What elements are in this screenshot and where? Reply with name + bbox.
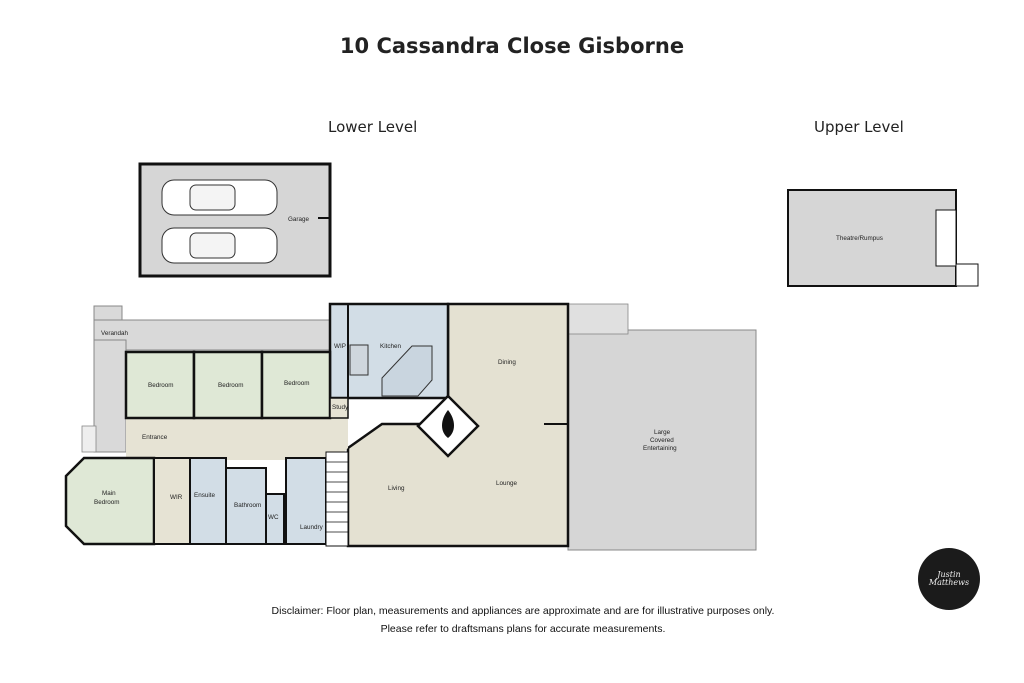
car-icon (161, 179, 278, 216)
room-label-wir: WIR (170, 494, 183, 501)
room-label-main-bedroom-1: Main (102, 490, 116, 497)
lower-level-heading: Lower Level (328, 118, 418, 136)
garage-area (138, 162, 332, 278)
laundry-area (285, 457, 327, 545)
bathroom-area (225, 467, 267, 545)
disclaimer-line-2: Please refer to draftsmans plans for acc… (380, 623, 666, 635)
brand-logo: Justin Matthews (918, 548, 980, 610)
wc-area (265, 493, 285, 545)
upper-level-heading: Upper Level (814, 118, 904, 136)
bedroom-2-area (192, 350, 264, 420)
bedroom-1-area (124, 350, 196, 420)
entertaining-area (567, 329, 757, 551)
room-label-entrance: Entrance (142, 434, 168, 441)
room-label-living: Living (388, 485, 405, 492)
entertaining-step (567, 303, 629, 335)
room-label-lounge: Lounge (496, 480, 518, 487)
room-label-verandah: Verandah (101, 330, 128, 337)
car-icon (161, 227, 278, 264)
verandah-area (81, 305, 333, 453)
plan-title: 10 Cassandra Close Gisborne (339, 34, 685, 58)
stairs-icon (325, 451, 349, 547)
room-label-entertaining-2: Covered (650, 437, 674, 444)
room-label-entertaining-1: Large (654, 429, 671, 436)
fireplace-icon (416, 394, 480, 458)
room-label-kitchen: Kitchen (380, 343, 402, 350)
upper-level-area (787, 189, 979, 287)
room-label-bedroom-2: Bedroom (218, 382, 244, 389)
room-label-main-bedroom-2: Bedroom (94, 499, 120, 506)
room-label-garage: Garage (288, 216, 310, 223)
room-label-wc: WC (268, 514, 279, 521)
room-label-entertaining-3: Entertaining (643, 445, 677, 452)
room-label-bedroom-1: Bedroom (148, 382, 174, 389)
room-label-study: Study (332, 404, 349, 411)
room-label-dining: Dining (498, 359, 516, 366)
room-label-bathroom: Bathroom (234, 502, 262, 509)
room-label-ensuite: Ensuite (194, 492, 216, 499)
study-area (329, 397, 349, 419)
wir-area (153, 457, 191, 545)
bedroom-3-area (260, 350, 332, 420)
stove-icon (349, 344, 369, 376)
room-label-wip: WIP (334, 343, 346, 350)
disclaimer-line-1: Disclaimer: Floor plan, measurements and… (271, 605, 775, 617)
room-label-laundry: Laundry (300, 524, 323, 531)
kitchen-island (381, 345, 433, 397)
room-label-bedroom-3: Bedroom (284, 380, 310, 387)
brand-logo-text: Justin Matthews (928, 570, 970, 587)
hallway-area (126, 418, 348, 460)
room-label-theatre: Theatre/Rumpus (836, 235, 883, 242)
